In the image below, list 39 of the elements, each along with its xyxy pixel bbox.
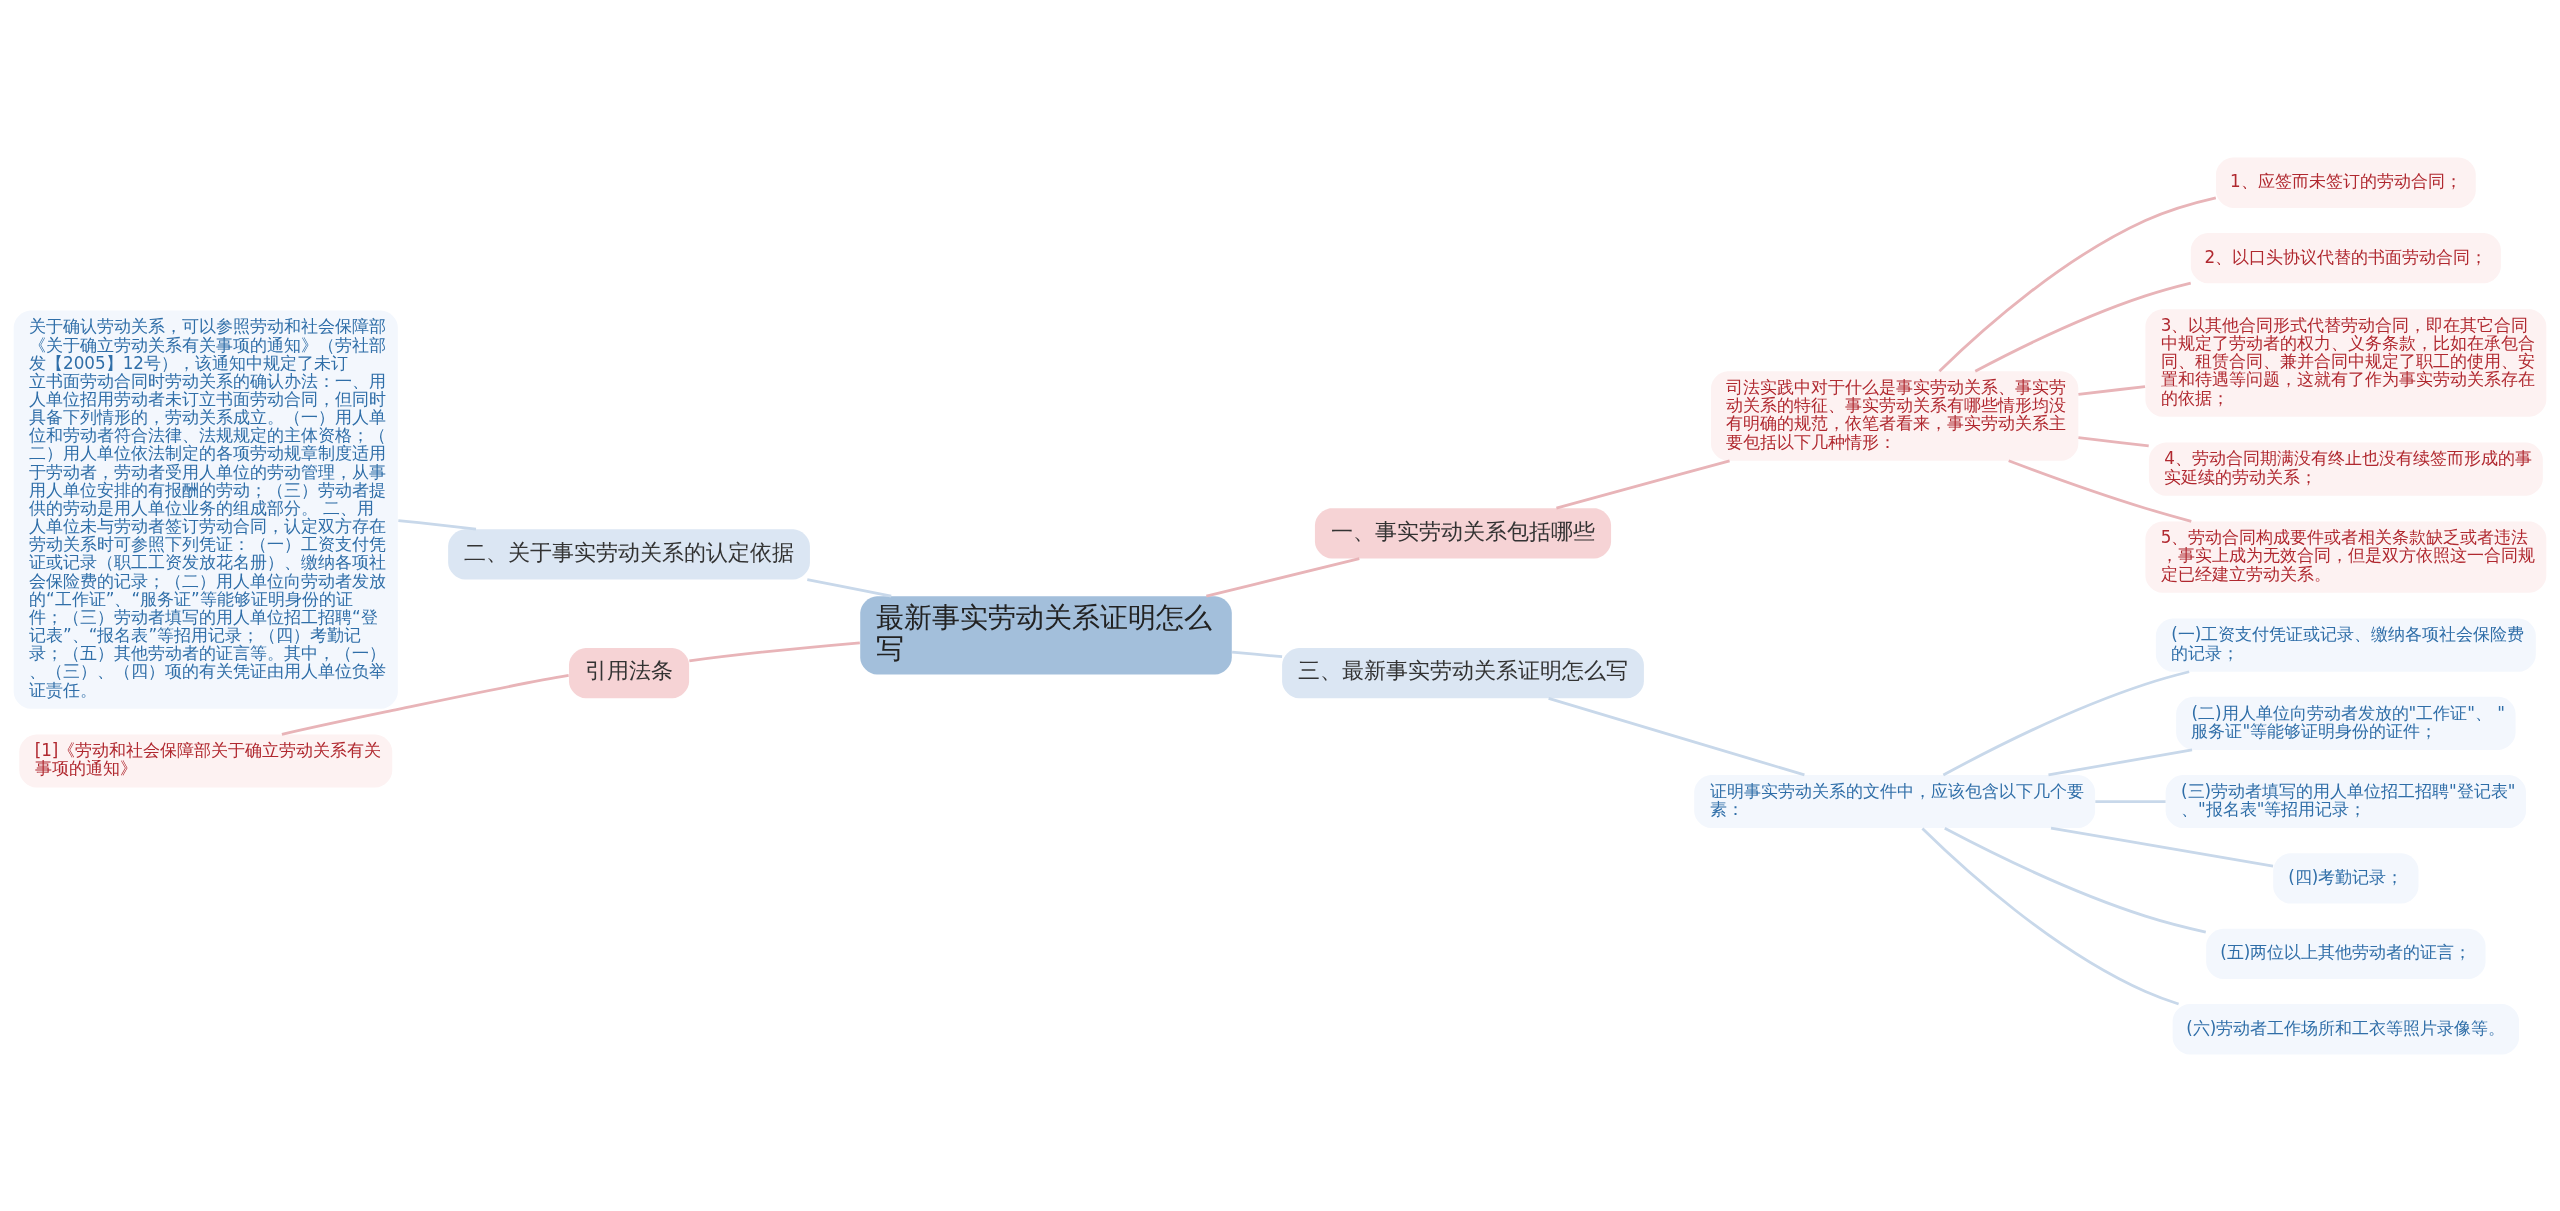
connector [398, 518, 477, 530]
connector [2050, 826, 2274, 868]
connector [2008, 458, 2192, 523]
node-box: 3、以其他合同形式代替劳动合同，即在其它合同中规定了劳动者的权力、义务条款，比如在承包合同、租赁合同、兼并合同中规定了职工的使用、安置和待遇等问题，这就有了作为事实劳动关系存在的依据； [2145, 308, 2547, 417]
node-box: 5、劳动合同构成要件或者相关条款缺乏或者违法，事实上成为无效合同，但是双方依照这一合同规定已经建立劳动关系。 [2145, 521, 2547, 593]
connector [2095, 799, 2166, 803]
node-box: (二)用人单位向劳动者发放的"工作证"、 "服务证"等能够证明身份的证件； [2176, 696, 2516, 750]
connector [281, 673, 569, 736]
node-box: [1]《劳动和社会保障部关于确立劳动关系有关事项的通知》 [19, 734, 393, 788]
connector [1231, 650, 1283, 658]
node-box: 二、关于事实劳动关系的认定依据 [448, 528, 810, 579]
connector [1944, 826, 2207, 933]
connector [1206, 556, 1360, 598]
node-box: 一、事实劳动关系包括哪些 [1314, 507, 1612, 558]
connector [1942, 669, 2190, 776]
node-box: 最新事实劳动关系证明怎么写 [860, 595, 1232, 674]
node-box: 司法实践中对于什么是事实劳动关系、事实劳动关系的特征、事实劳动关系有哪些情形均没有明确的规范，依笔者看来，事实劳动关系主要包括以下几种情形： [1710, 370, 2079, 461]
node-box: (一)工资支付凭证或记录、缴纳各项社会保险费的记录； [2155, 618, 2536, 672]
node-box: (三)劳动者填写的用人单位招工招聘"登记表"、"报名表"等招用记录； [2165, 774, 2527, 828]
node-box: (五)两位以上其他劳动者的证言； [2206, 928, 2486, 979]
connector [2048, 748, 2193, 776]
connector [689, 640, 860, 662]
connector [807, 577, 892, 598]
node-box: 4、劳动合同期满没有终止也没有续签而形成的事实延续的劳动关系； [2148, 442, 2543, 496]
node-box: (六)劳动者工作场所和工衣等照片录像等。 [2172, 1003, 2520, 1054]
connector [1938, 195, 2217, 372]
node-box: (四)考勤记录； [2273, 852, 2419, 904]
connector [1556, 458, 1730, 510]
connector [1974, 281, 2192, 372]
node-box: 关于确认劳动关系，可以参照劳动和社会保障部《关于确立劳动关系有关事项的通知》（劳社部发【2005】12号），该通知中规定了未订立书面劳动合同时劳动关系的确认办法：一、用人单位招用劳动者未订立书面劳动合同，但同时具备下列情形的，劳动关系成立。（一）用人单位和劳动者符合法律、法规规定的主体资格；（二）用人单位依法制定的各项劳动规章制度适用于劳动者，劳动者受用人单位的劳动管理，从事用人单位安排的有报酬的劳动；（三）劳动者提供的劳动是用人单位业务的组成部分。 二、用人单位未与劳动者签订劳动合同，认定双方存在劳动关系时可参照下列凭证：（一）工资支付凭证或记录（职工工资发放花名册）、缴纳各项社会保险费的记录；（二）用人单位向劳动者发放的“工作证”、“服务证”等能够证明身份的证件；（三）劳动者填写的用人单位招工招聘“登记表”、“报名表”等招用记录；（四）考勤记录；（五）其他劳动者的证言等。其中，（一）、（三）、（四）项的有关凭证由用人单位负举证责任。 [13, 310, 398, 709]
connector [2078, 435, 2149, 447]
connector [1921, 827, 2180, 1005]
node-box: 三、最新事实劳动关系证明怎么写 [1282, 647, 1644, 698]
node-box: 引用法条 [568, 647, 690, 698]
connector [2078, 384, 2146, 396]
node-box: 1、应签而未签订的劳动合同； [2215, 157, 2476, 208]
node-box: 2、以口头协议代替的书面劳动合同； [2190, 232, 2501, 283]
connector [1548, 696, 1805, 776]
node-box: 证明事实劳动关系的文件中，应该包含以下几个要素： [1694, 774, 2096, 828]
